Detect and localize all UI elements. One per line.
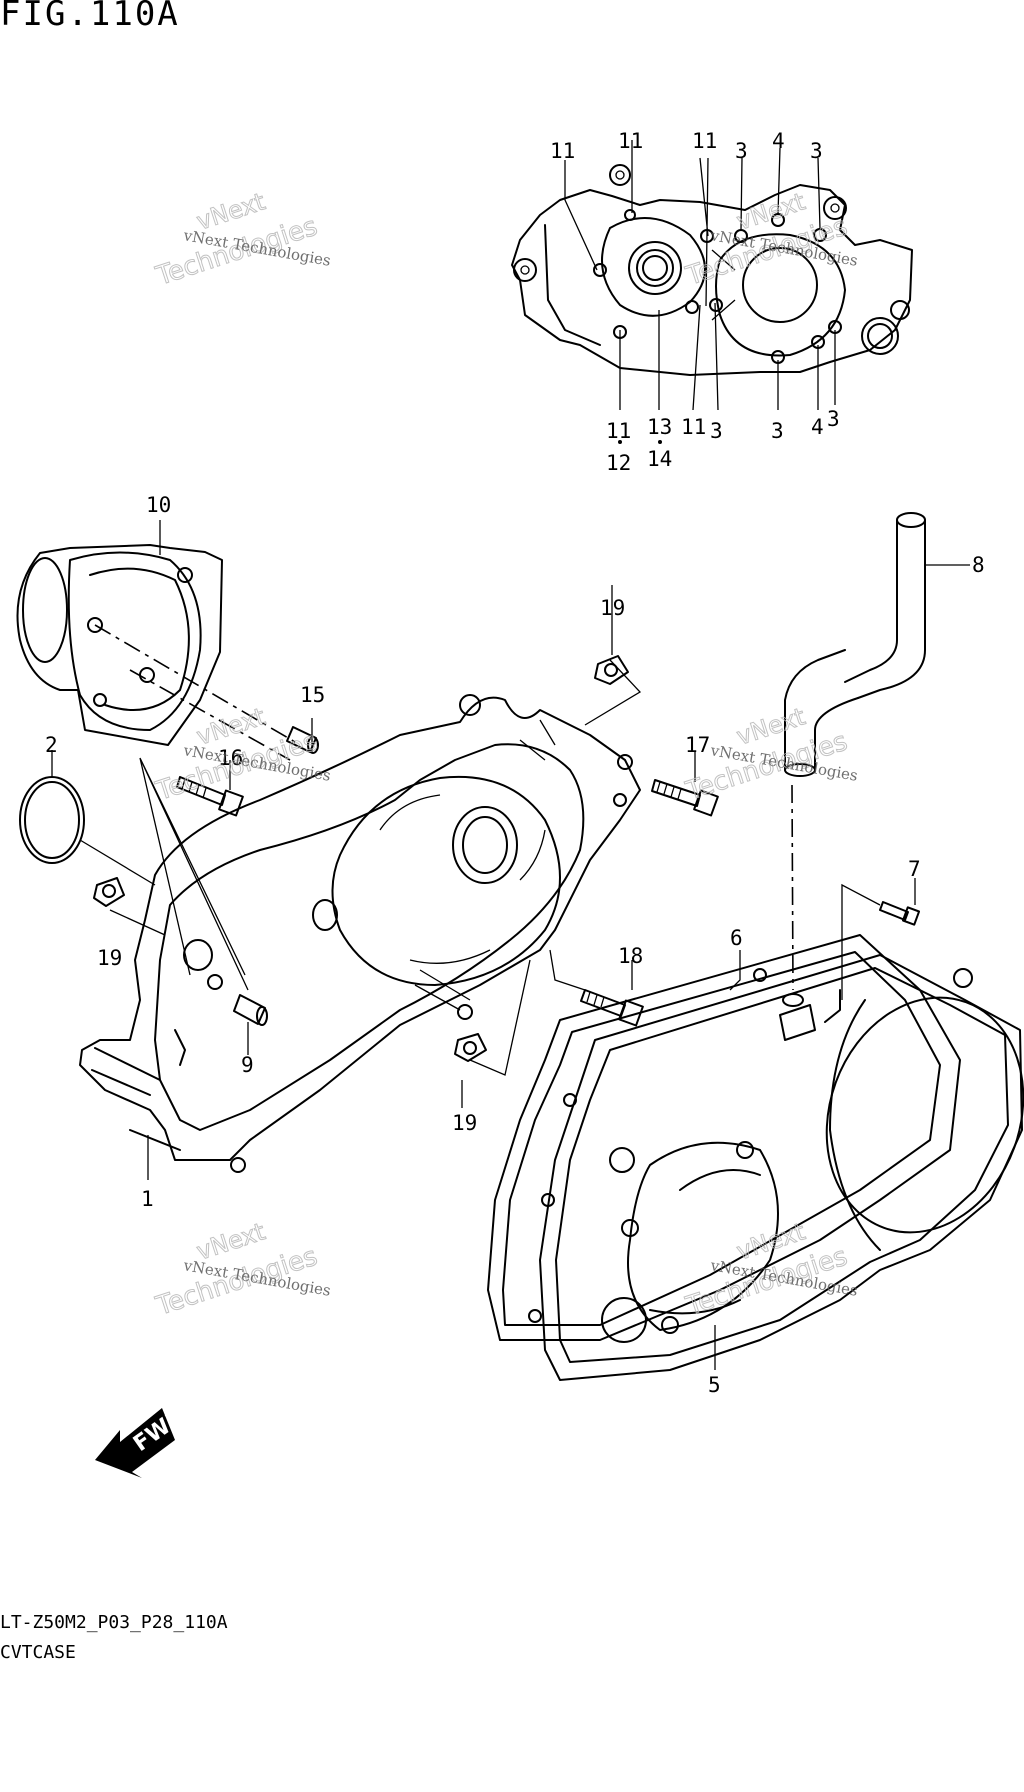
dowel-pins [233, 726, 319, 1026]
callout-4: 4 [811, 415, 824, 439]
callout-3: 3 [771, 419, 784, 443]
callout-labels: 11 11 11 3 4 3 11 13 11 3 3 4 3 12 14 10… [45, 129, 985, 1397]
callout-14: 14 [647, 447, 672, 471]
callout-11: 11 [692, 129, 717, 153]
callout-12: 12 [606, 451, 631, 475]
figure-code: LT-Z50M2_P03_P28_110A [0, 1612, 228, 1633]
callout-6: 6 [730, 926, 743, 950]
callout-7: 7 [908, 857, 921, 881]
hose-part-8 [784, 512, 926, 777]
leader-lines [51, 520, 970, 1370]
cover-part-10 [16, 544, 223, 746]
callout-9: 9 [241, 1053, 254, 1077]
callout-19: 19 [452, 1111, 477, 1135]
callout-3: 3 [827, 407, 840, 431]
o-ring-part-2 [19, 776, 85, 864]
figure-title: FIG.110A [0, 0, 180, 34]
fasteners [93, 655, 921, 1062]
callout-8: 8 [972, 553, 985, 577]
callout-16: 16 [218, 746, 243, 770]
callout-11: 11 [606, 419, 631, 443]
callout-2: 2 [45, 733, 58, 757]
callout-11: 11 [618, 129, 643, 153]
cvt-case-part-1 [79, 694, 641, 1173]
callout-11: 11 [681, 415, 706, 439]
callout-4: 4 [772, 129, 785, 153]
callout-3: 3 [710, 419, 723, 443]
callout-10: 10 [146, 493, 171, 517]
callout-19: 19 [600, 596, 625, 620]
callout-13: 13 [647, 415, 672, 439]
callout-18: 18 [618, 944, 643, 968]
callout-3: 3 [735, 139, 748, 163]
cover-part-5 [539, 954, 1024, 1381]
callout-11: 11 [550, 139, 575, 163]
callout-19: 19 [97, 946, 122, 970]
fwd-direction-arrow: FWD [95, 1403, 191, 1478]
figure-name: CVTCASE [0, 1642, 76, 1663]
crankcase-inset [511, 140, 913, 444]
callout-5: 5 [708, 1373, 721, 1397]
callout-1: 1 [141, 1187, 154, 1211]
callout-3: 3 [810, 139, 823, 163]
callout-15: 15 [300, 683, 325, 707]
gasket-part-6 [487, 934, 961, 1341]
callout-17: 17 [685, 733, 710, 757]
